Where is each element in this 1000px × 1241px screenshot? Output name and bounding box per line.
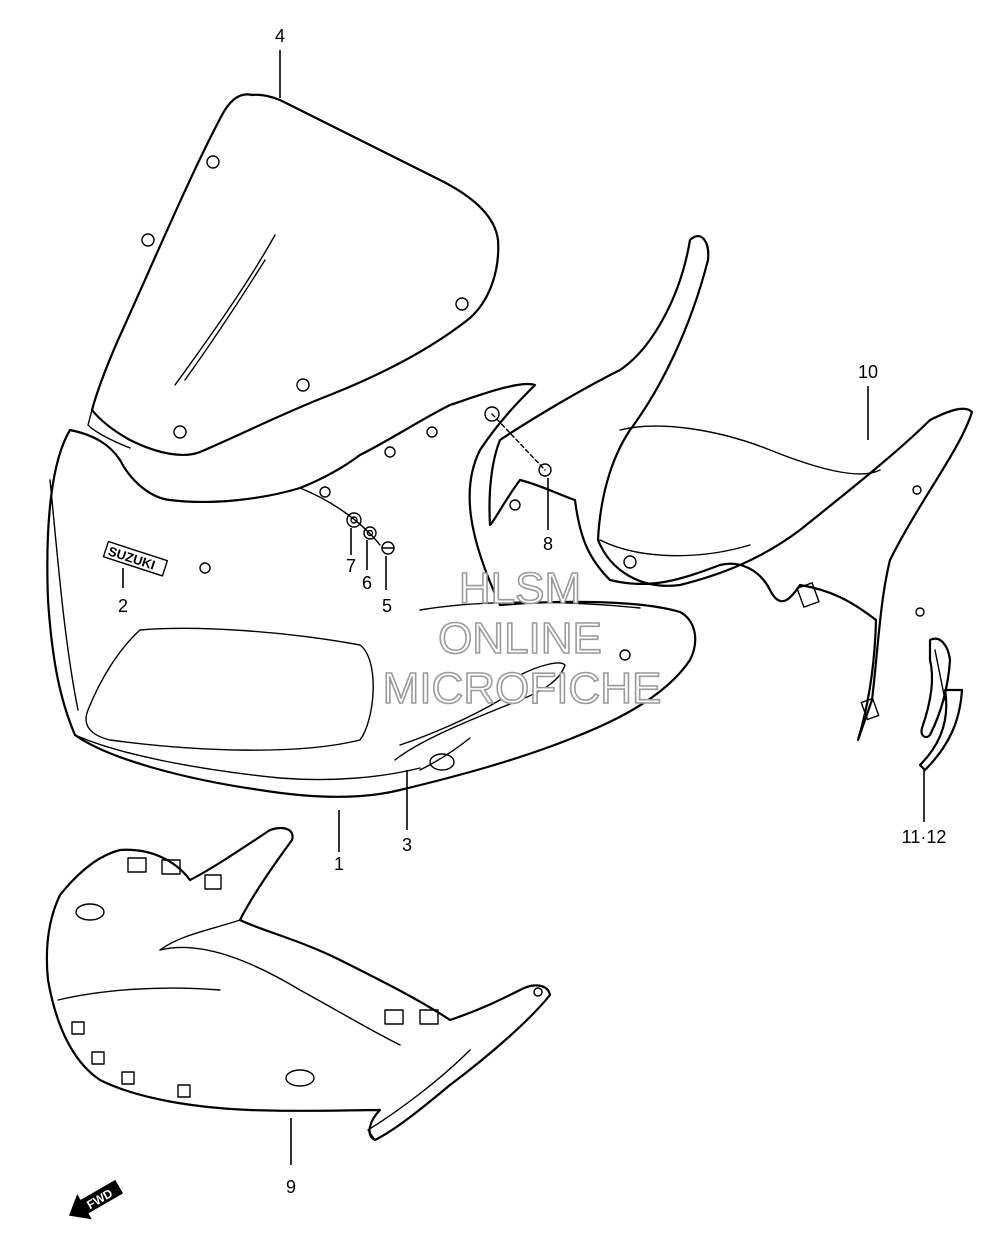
leader-lines	[122, 50, 925, 1165]
callout-4: 4	[275, 26, 285, 46]
upper-cowling-part	[46, 382, 697, 798]
screw-washer-set	[346, 512, 395, 555]
callout-11-12: 11·12	[902, 827, 947, 847]
forward-direction-arrow: FWD	[68, 1179, 124, 1220]
screw-part-8	[484, 406, 552, 477]
under-cowling-part	[45, 826, 552, 1142]
watermark-line-3: MICROFICHE	[383, 664, 662, 713]
callout-6: 6	[362, 573, 372, 593]
brand-decal-text: SUZUKI	[106, 543, 157, 572]
watermark-line-1: HLSM	[459, 564, 581, 613]
callout-1: 1	[334, 854, 344, 874]
callout-7: 7	[346, 556, 356, 576]
inner-panel-part	[488, 235, 974, 742]
watermark: HLSM ONLINE MICROFICHE	[382, 563, 662, 714]
watermark-line-2: ONLINE	[438, 614, 602, 663]
callout-3: 3	[402, 835, 412, 855]
callout-10: 10	[858, 362, 878, 382]
callout-2: 2	[118, 596, 128, 616]
side-decal-part	[394, 662, 566, 771]
emblem-decal-part: SUZUKI	[102, 540, 169, 577]
callout-9: 9	[286, 1177, 296, 1197]
callout-5: 5	[382, 596, 392, 616]
callout-labels: 4 2 1 3 5 6 7 8 10 11·12 9	[118, 26, 946, 1197]
callout-8: 8	[543, 534, 553, 554]
bracket-parts-11-12	[915, 607, 964, 772]
windscreen-part	[87, 93, 500, 456]
